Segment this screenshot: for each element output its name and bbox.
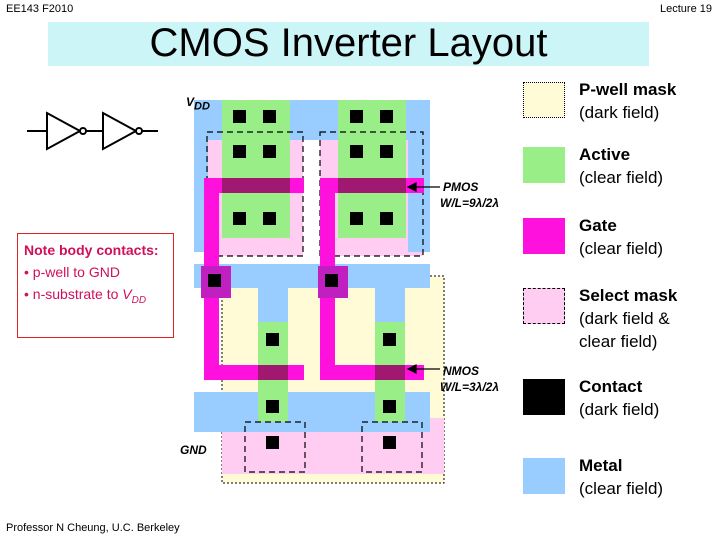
contact-swatch <box>523 379 565 415</box>
note-item-pwell: • p-well to GND <box>24 261 167 283</box>
legend-name: Contact <box>579 377 643 396</box>
contact <box>208 274 221 287</box>
contact <box>380 212 393 225</box>
substrate-metal-band <box>194 264 430 288</box>
legend-desc: (clear field) <box>579 479 664 498</box>
contact <box>325 274 338 287</box>
legend-name: P-well mask <box>579 80 677 99</box>
right-metal-right-source <box>408 140 430 252</box>
note-item-italic: V <box>122 286 132 302</box>
contact <box>233 110 246 123</box>
contact <box>350 145 363 158</box>
contact <box>350 110 363 123</box>
gate-nmos-right-dark <box>375 365 405 380</box>
legend-name: Select mask <box>579 286 678 305</box>
contact <box>266 400 279 413</box>
bullet: • <box>24 264 29 280</box>
page-title: CMOS Inverter Layout <box>149 21 548 65</box>
vdd-label-main: V <box>186 95 195 109</box>
gate-swatch <box>523 218 565 254</box>
legend-name: Active <box>579 145 631 164</box>
legend-text: P-well mask (dark field) <box>579 78 676 124</box>
bullet: • <box>24 286 29 302</box>
note-item-text: n-substrate to <box>32 286 123 302</box>
gnd-label: GND <box>180 443 207 457</box>
legend-name: Gate <box>579 216 617 235</box>
gate-pmos-left-dark <box>222 178 290 193</box>
contact <box>233 145 246 158</box>
legend-text: Contact (dark field) <box>579 375 659 421</box>
gate-pmos-right-dark <box>338 178 406 193</box>
contact <box>263 145 276 158</box>
pmos-label: PMOS <box>443 180 479 194</box>
contact <box>263 110 276 123</box>
select-outline-nmos-left <box>244 421 306 473</box>
contact <box>383 400 396 413</box>
gate-nmos-right <box>320 365 424 380</box>
legend-text: Select mask (dark field & clear field) <box>579 284 677 353</box>
active-pmos-left <box>222 100 290 238</box>
note-item-text: p-well to GND <box>32 264 120 280</box>
contact <box>266 333 279 346</box>
active-pmos-right <box>338 100 406 238</box>
contact <box>263 212 276 225</box>
annotation-arrows <box>406 182 440 374</box>
contacts <box>208 110 396 449</box>
note-item-nsubstrate: • n-substrate to VDD <box>24 283 167 312</box>
metal-swatch <box>523 458 565 494</box>
contact <box>380 145 393 158</box>
inverter-symbol <box>27 111 158 151</box>
legend-desc: (clear field) <box>579 239 664 258</box>
legend-desc: (dark field) <box>579 400 660 419</box>
vdd-label: VDD <box>186 95 210 112</box>
contact <box>350 212 363 225</box>
title-band <box>48 22 649 66</box>
legend-desc: (dark field & <box>579 309 670 328</box>
gate-nmos-left-dark <box>258 365 288 380</box>
contact <box>233 212 246 225</box>
footer-credit: Professor N Cheung, U.C. Berkeley <box>6 522 180 534</box>
legend-text: Metal (clear field) <box>579 454 663 500</box>
gate-nmos-left <box>204 365 304 380</box>
select-swatch <box>523 288 565 324</box>
legend-desc-2: clear field) <box>579 332 658 351</box>
course-header: EE143 F2010 <box>6 3 74 15</box>
legend-text: Active (clear field) <box>579 143 663 189</box>
note-item-sub: DD <box>131 294 147 306</box>
lecture-header: Lecture 19 <box>660 3 712 15</box>
select-outline-nmos-right <box>361 421 423 473</box>
note-title: Note body contacts: <box>24 242 159 258</box>
vdd-label-sub: DD <box>194 100 210 113</box>
pmos-ratio: W/L=9λ/2λ <box>440 196 500 210</box>
active-swatch <box>523 147 565 183</box>
nmos-ratio: W/L=3λ/2λ <box>440 380 500 394</box>
contact <box>380 110 393 123</box>
nmos-label: NMOS <box>443 364 479 378</box>
body-contacts-note: Note body contacts: • p-well to GND • n-… <box>17 233 174 338</box>
legend-name: Metal <box>579 456 623 475</box>
legend-desc: (dark field) <box>579 103 660 122</box>
contact <box>383 333 396 346</box>
pwell-swatch <box>523 82 565 118</box>
contact <box>383 436 396 449</box>
contact <box>266 436 279 449</box>
legend-text: Gate (clear field) <box>579 214 663 260</box>
legend-desc: (clear field) <box>579 168 664 187</box>
